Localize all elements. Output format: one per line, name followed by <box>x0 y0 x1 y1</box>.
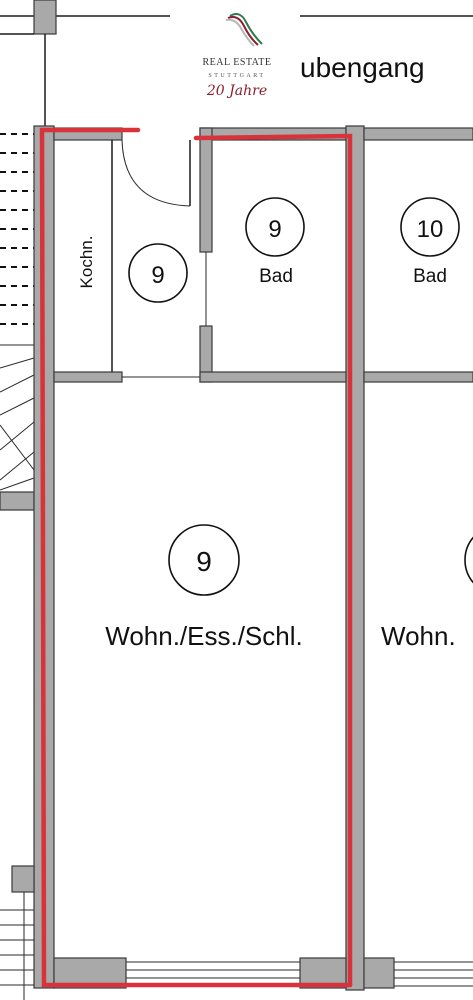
room-bath-number: 9 <box>268 216 281 243</box>
bath-bottom-wall <box>199 371 347 383</box>
unit-highlight-outline <box>39 127 353 988</box>
room-neighbour-bath-label: Bad <box>413 266 447 287</box>
room-neighbour-living-label: Wohn. <box>381 621 456 651</box>
neighbour-top-wall <box>363 127 473 141</box>
room-neighbour-living: Wohn. <box>381 536 473 651</box>
room-living-number: 9 <box>196 546 212 577</box>
bath-wall-upper <box>199 127 213 253</box>
neighbour-bath-bottom-wall <box>363 371 473 383</box>
entrance-door-swing <box>121 139 191 207</box>
kitchen-bottom-wall <box>53 371 123 383</box>
room-neighbour-bath: 10 Bad <box>400 197 460 287</box>
lower-left-balcony <box>0 865 35 1000</box>
stair-treads <box>0 133 34 325</box>
neighbour-bottom-wall <box>363 957 395 989</box>
logo-title: REAL ESTATE <box>202 57 271 68</box>
logo-tagline: 20 Jahre <box>206 83 267 99</box>
stair-lines <box>0 344 35 511</box>
corridor-label: ubengang <box>300 52 425 83</box>
room-kitchen: 9 Kochn. <box>77 236 188 303</box>
room-living-label: Wohn./Ess./Schl. <box>105 621 303 651</box>
room-kitchen-number: 9 <box>151 262 164 289</box>
room-neighbour-bath-number: 10 <box>417 216 444 243</box>
room-kitchen-label: Kochn. <box>77 236 96 289</box>
room-living: 9 Wohn./Ess./Schl. <box>105 524 303 651</box>
top-wall-lines <box>0 0 473 126</box>
real-estate-logo: REAL ESTATE STUTTGART 20 Jahre <box>202 13 271 99</box>
room-bath-label: Bad <box>259 266 293 287</box>
logo-subtitle: STUTTGART <box>208 73 265 79</box>
room-bath: 9 Bad <box>245 197 305 287</box>
